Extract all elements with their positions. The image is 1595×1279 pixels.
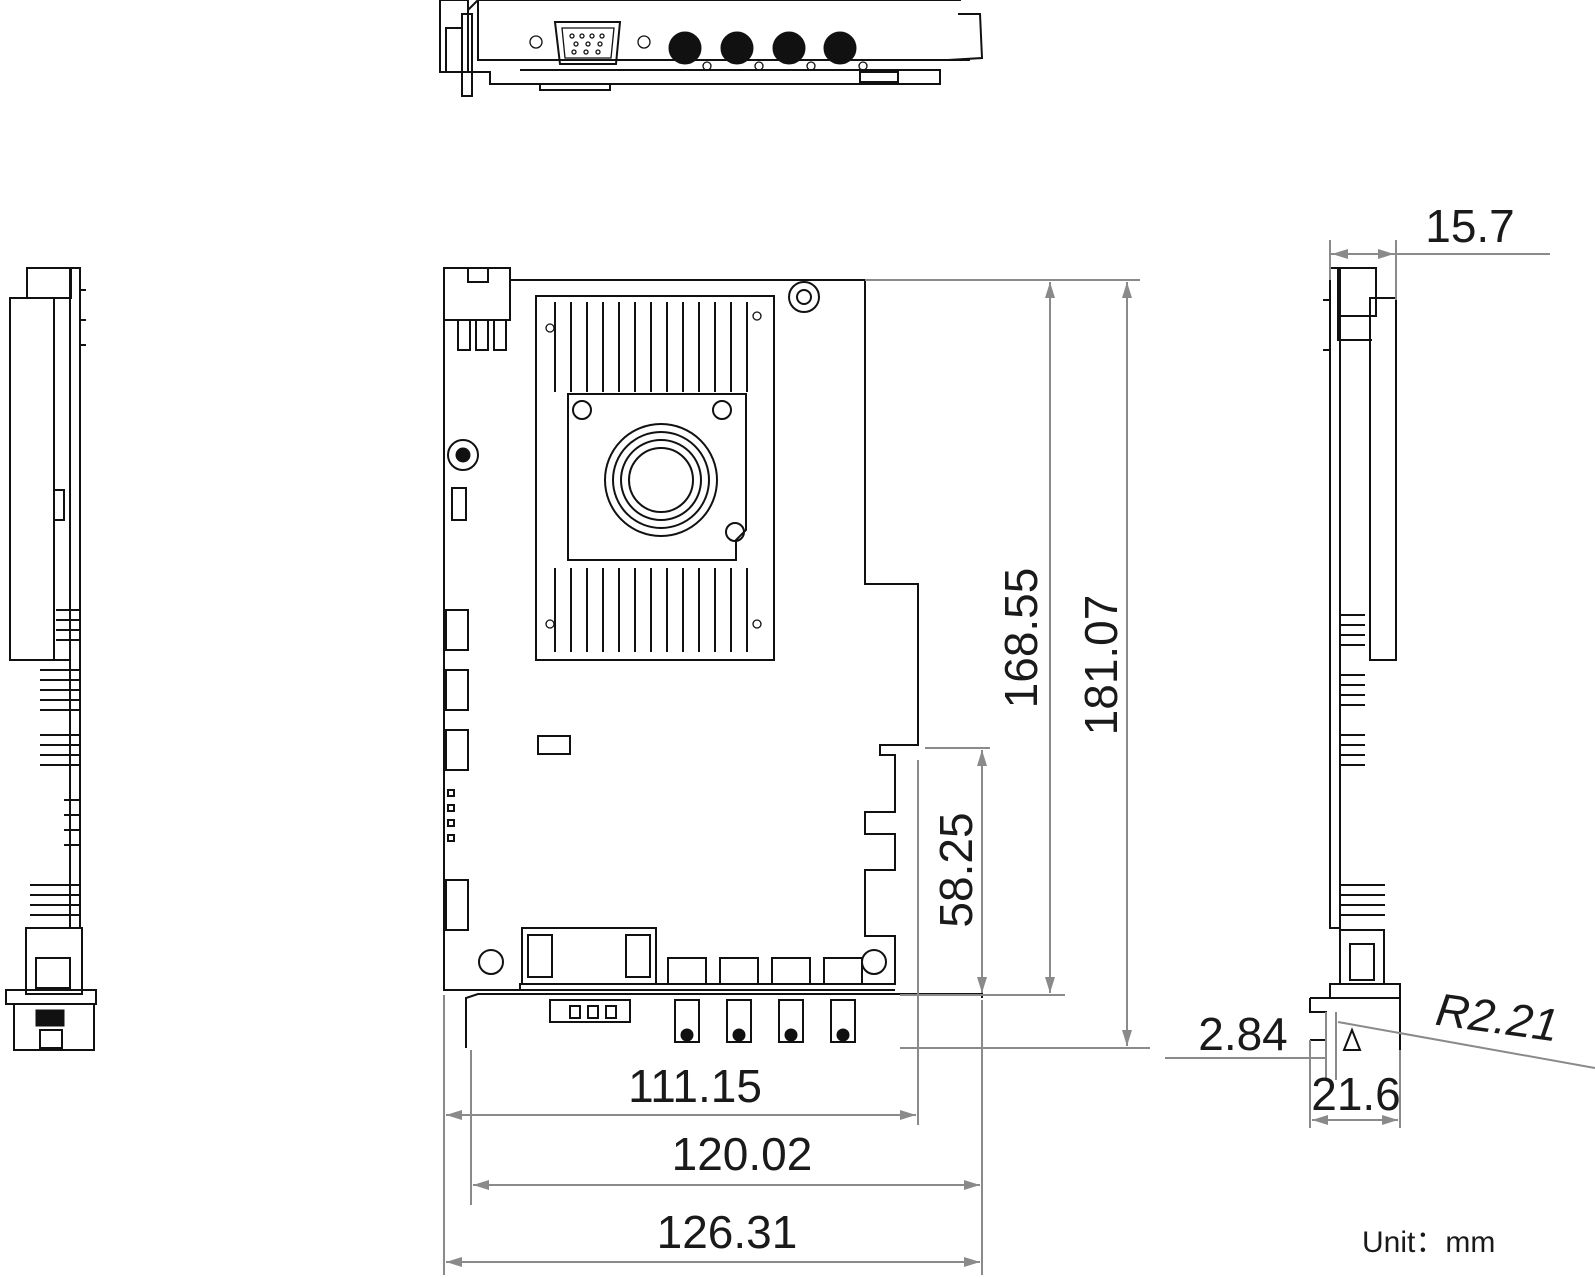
dim-168-55-label: 168.55 (995, 568, 1047, 709)
top-view-bracket (439, 0, 984, 97)
dim-21-6-label: 21.6 (1311, 1068, 1401, 1120)
dim-120-02-label: 120.02 (672, 1128, 813, 1180)
dim-2-84-label: 2.84 (1198, 1008, 1288, 1060)
vga-connector-front (521, 927, 657, 1023)
bnc-connectors-top (668, 31, 868, 71)
unit-label: Unit：mm (1362, 1226, 1495, 1259)
dim-58-25-label: 58.25 (930, 812, 982, 927)
dim-r2-21-label: R2.21 (1433, 983, 1562, 1052)
heatsink (535, 295, 775, 661)
dim-181-07-label: 181.07 (1075, 595, 1127, 736)
pin-headers (445, 609, 469, 931)
right-side-view (1309, 267, 1401, 1051)
dim-111-15-label: 111.15 (628, 1060, 762, 1112)
dim-15-7-label: 15.7 (1425, 200, 1515, 252)
left-pin-headers (30, 609, 80, 916)
dim-126-31-label: 126.31 (657, 1206, 798, 1258)
main-board-view (443, 267, 983, 1048)
fan (604, 423, 718, 537)
bnc-connectors-front (667, 957, 863, 1043)
vga-connector (529, 21, 651, 65)
right-pin-headers (1340, 614, 1385, 916)
left-side-view (5, 267, 97, 1051)
dimension-labels: 168.55 181.07 58.25 111.15 120.02 126.31… (628, 200, 1562, 1259)
dimension-lines (443, 240, 1595, 1275)
